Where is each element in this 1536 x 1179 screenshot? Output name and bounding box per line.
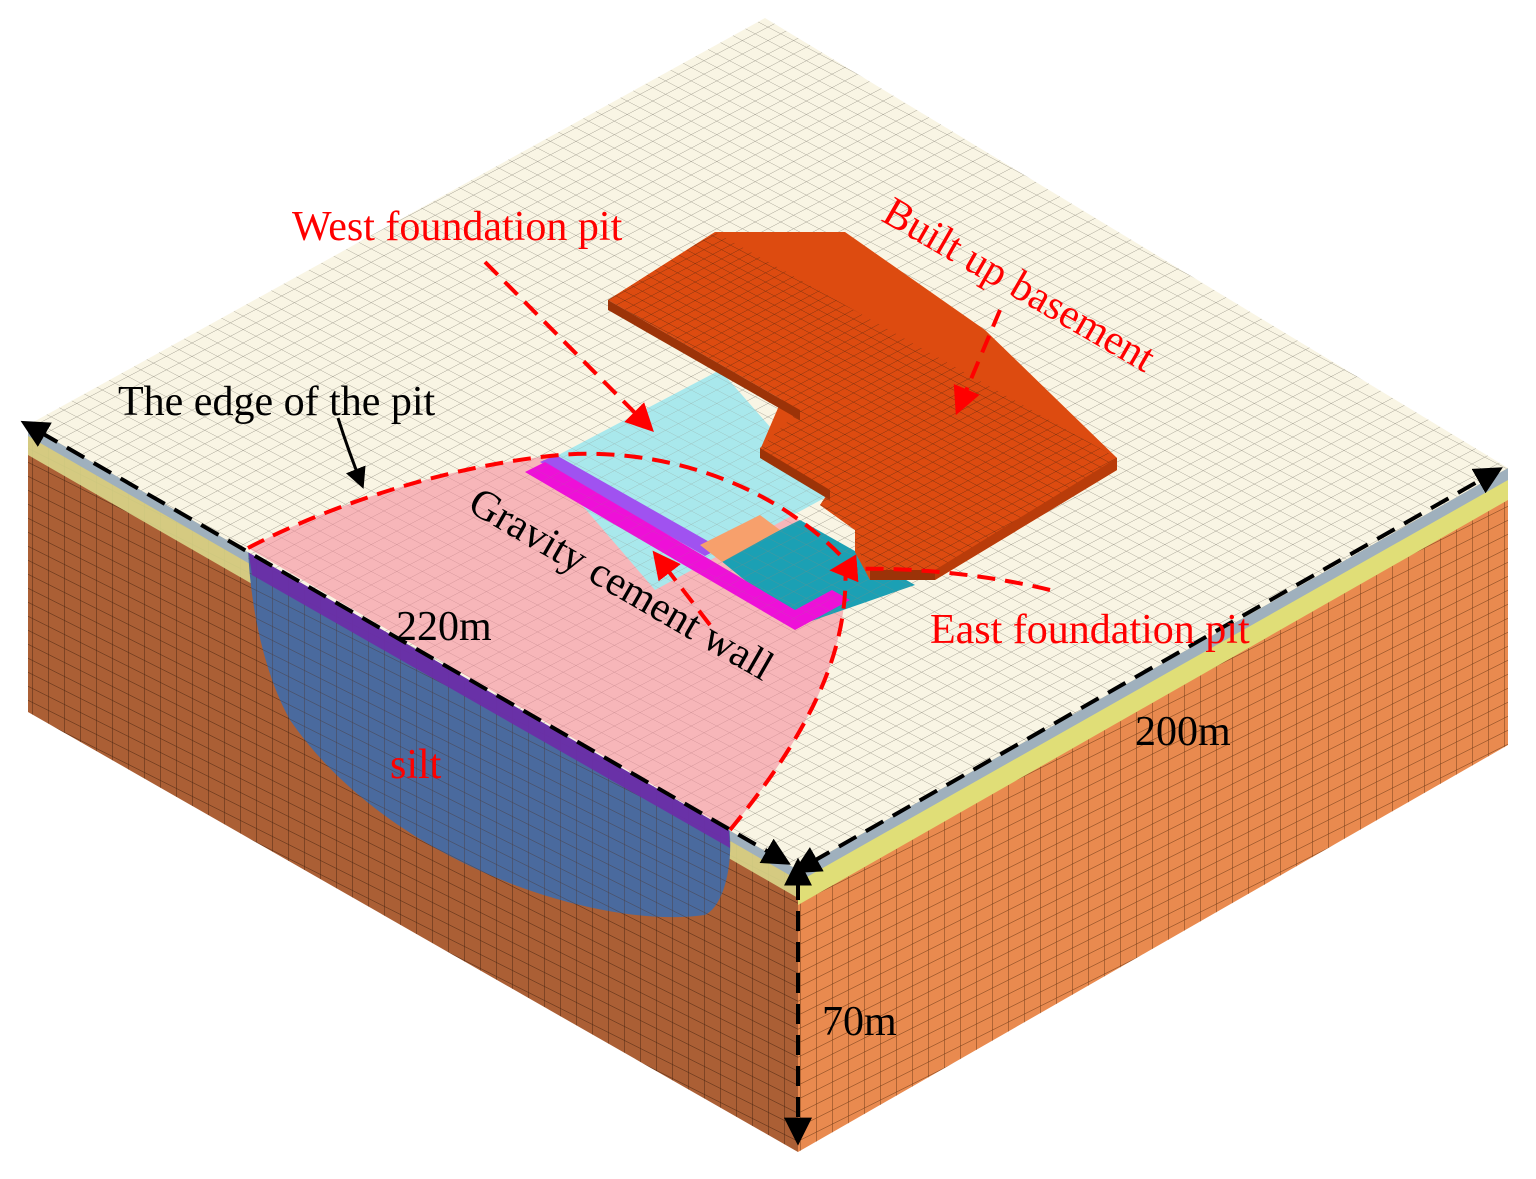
length-dimension-line xyxy=(20,420,791,865)
east-pit-label: East foundation pit xyxy=(930,607,1250,653)
basement-arrow xyxy=(953,309,1002,416)
width-label: 200m xyxy=(1135,709,1231,755)
depth-label: 70m xyxy=(822,999,897,1045)
pit-edge-label: The edge of the pit xyxy=(118,379,436,425)
west-pit-label: West foundation pit xyxy=(292,204,623,250)
west-pit-arrow xyxy=(483,260,654,432)
silt-label: silt xyxy=(390,742,442,788)
width-dimension-line xyxy=(792,467,1503,874)
pit-edge-pointer xyxy=(336,417,366,489)
length-label: 220m xyxy=(396,604,492,650)
